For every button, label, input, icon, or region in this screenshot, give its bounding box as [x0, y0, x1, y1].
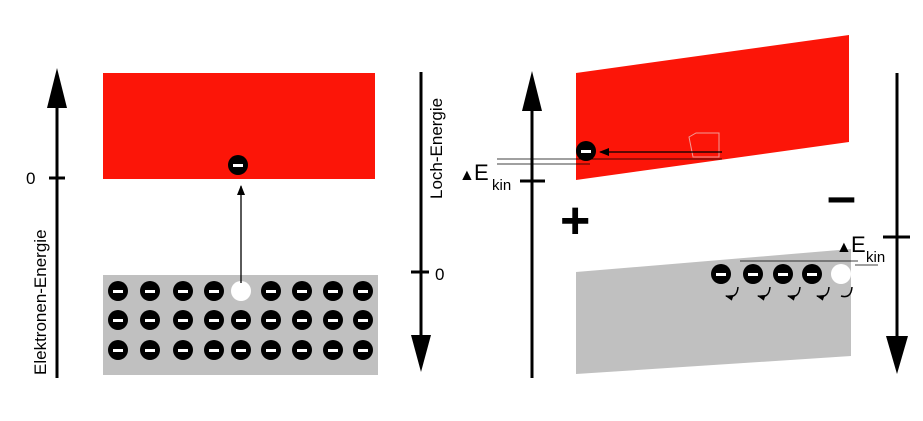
valence-electron — [204, 310, 224, 330]
hop-arrow — [725, 286, 739, 301]
right-panel: ▲ E kin + – ▲ E kin — [459, 35, 910, 378]
left-ekin-label: ▲ E kin — [459, 160, 511, 194]
right-ekin-label: ▲ E kin — [836, 232, 885, 266]
electron-axis-label: Elektronen-Energie — [31, 229, 50, 375]
electron-zero-label: 0 — [26, 169, 35, 188]
hop-arrow — [787, 286, 801, 301]
left-ekin-symbol: E — [474, 160, 489, 185]
hole-axis-arrowhead — [411, 335, 431, 372]
valence-electron — [323, 310, 343, 330]
valence-electron — [261, 310, 281, 330]
hop-arrow — [757, 286, 771, 301]
chain-electron — [711, 264, 731, 284]
hole-axis-label: Loch-Energie — [427, 98, 446, 199]
plus-sign: + — [560, 192, 590, 250]
valence-electron — [261, 281, 281, 301]
valence-electron — [231, 340, 251, 360]
hole-zero-label: 0 — [435, 265, 444, 284]
valence-electron — [173, 310, 193, 330]
right-ekin-subscript: kin — [866, 249, 885, 266]
valence-electron — [292, 340, 312, 360]
valence-electron — [353, 340, 373, 360]
right-ekin-delta: ▲ — [836, 239, 852, 256]
valence-electron — [173, 281, 193, 301]
valence-electron — [204, 340, 224, 360]
valence-electron — [353, 310, 373, 330]
valence-electron — [353, 281, 373, 301]
hop-arrow — [816, 286, 830, 301]
hop-arrow — [840, 286, 853, 298]
valence-electron — [204, 281, 224, 301]
valence-electron — [231, 310, 251, 330]
valence-electron-chain — [711, 264, 853, 301]
tilted-conduction-band — [576, 35, 849, 180]
valence-electron — [261, 340, 281, 360]
right-electron-axis-arrowhead — [522, 71, 542, 111]
chain-electron — [743, 264, 763, 284]
right-ekin-symbol: E — [851, 232, 866, 257]
valence-electron — [140, 310, 160, 330]
valence-electron — [173, 340, 193, 360]
chain-hole — [831, 264, 851, 284]
left-ekin-subscript: kin — [492, 177, 511, 194]
minus-sign: – — [827, 168, 856, 226]
chain-electron — [773, 264, 793, 284]
valence-electrons — [108, 281, 373, 360]
valence-electron — [323, 340, 343, 360]
valence-electron — [108, 340, 128, 360]
drifting-electron — [576, 141, 596, 161]
valence-electron — [292, 310, 312, 330]
electron-axis-arrowhead — [47, 68, 67, 108]
right-hole-axis-arrowhead — [886, 336, 908, 374]
chain-electron — [802, 264, 822, 284]
electron-origin-marker — [688, 132, 720, 158]
hole — [231, 281, 251, 301]
left-panel: 0 Elektronen-Energie 0 Loch-Energie — [26, 68, 446, 378]
valence-electron — [292, 281, 312, 301]
valence-electron — [140, 340, 160, 360]
valence-electron — [140, 281, 160, 301]
valence-electron — [108, 281, 128, 301]
valence-electron — [108, 310, 128, 330]
valence-electron — [323, 281, 343, 301]
left-ekin-delta: ▲ — [459, 167, 475, 184]
excited-electron — [228, 155, 248, 175]
